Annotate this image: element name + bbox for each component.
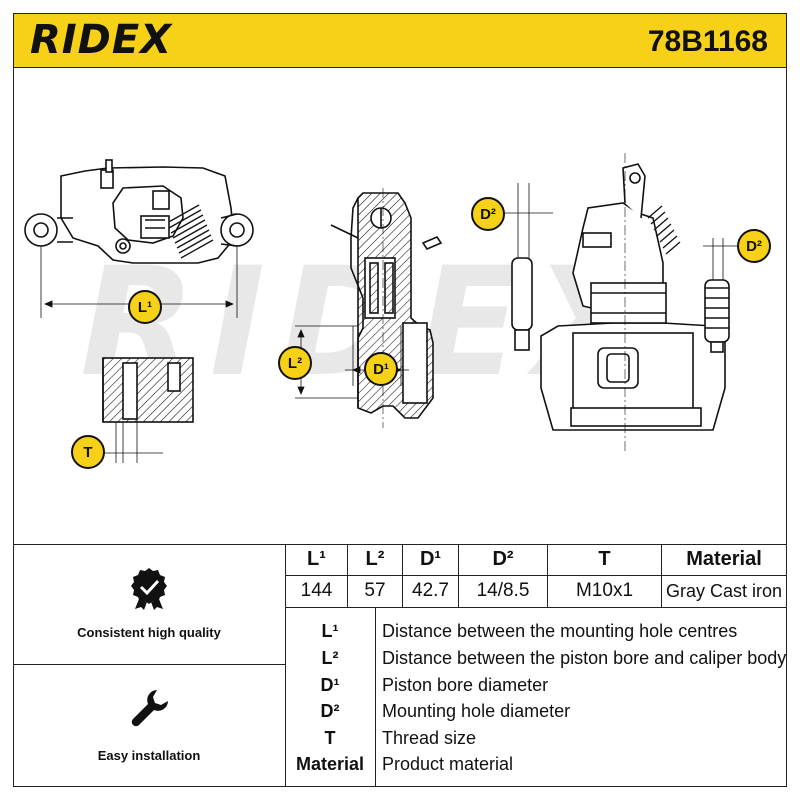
callout-t: T [71, 435, 105, 469]
spec-value-t: M10x1 [575, 580, 634, 601]
caliper-front-view [24, 159, 254, 264]
legend-desc: Piston bore diameter [382, 674, 549, 695]
spec-value-d2: 14/8.5 [476, 580, 530, 601]
spec-header-l1: L¹ [307, 548, 326, 570]
feature-quality-label: Consistent high quality [77, 625, 221, 640]
legend-code: T [324, 727, 336, 748]
spec-value-d1: 42.7 [412, 580, 449, 601]
legend-desc: Distance between the piston bore and cal… [382, 647, 787, 668]
spec-value-material: Gray Cast iron [665, 580, 783, 601]
brand-logo: RIDEX [30, 17, 173, 63]
legend-code: D¹ [320, 674, 340, 695]
legend-code: L¹ [321, 620, 339, 641]
callout-l2: L² [278, 346, 312, 380]
part-number: 78B1168 [647, 25, 768, 58]
spec-header-d1: D¹ [419, 548, 442, 570]
caliper-technical-drawing: RIDEX [24, 153, 753, 463]
spec-value-l2: 57 [364, 580, 386, 601]
quality-badge-icon [131, 568, 167, 610]
drawing-frame [13, 68, 787, 544]
spec-header-l2: L² [365, 548, 385, 570]
t-dimension-line [95, 420, 163, 463]
spec-header-t: T [598, 548, 611, 570]
caliper-rear-view [511, 163, 730, 431]
header-bar: RIDEX 78B1168 [13, 13, 787, 68]
legend-code: L² [321, 647, 339, 668]
legend-code: Material [295, 753, 365, 774]
callout-d2-right: D² [737, 229, 771, 263]
legend-desc: Thread size [382, 727, 477, 748]
spec-section: Consistent high quality Easy installatio… [13, 544, 787, 787]
legend-desc: Distance between the mounting hole centr… [382, 620, 738, 641]
feature-installation-label: Easy installation [97, 748, 201, 763]
l1-dimension-line [40, 246, 238, 318]
legend-desc: Product material [382, 753, 514, 774]
legend-desc: Mounting hole diameter [382, 700, 571, 721]
d2-dimension-lines [503, 183, 753, 280]
thread-section-view [102, 357, 194, 423]
callout-d1: D¹ [364, 352, 398, 386]
spec-header-d2: D² [492, 548, 514, 570]
wrench-icon [131, 690, 168, 727]
spec-value-l1: 144 [300, 580, 333, 601]
center-lines [382, 153, 626, 453]
legend-code: D² [320, 700, 340, 721]
callout-d2-left: D² [471, 197, 505, 231]
callout-l1: L¹ [128, 290, 162, 324]
spec-header-material: Material [686, 548, 762, 570]
